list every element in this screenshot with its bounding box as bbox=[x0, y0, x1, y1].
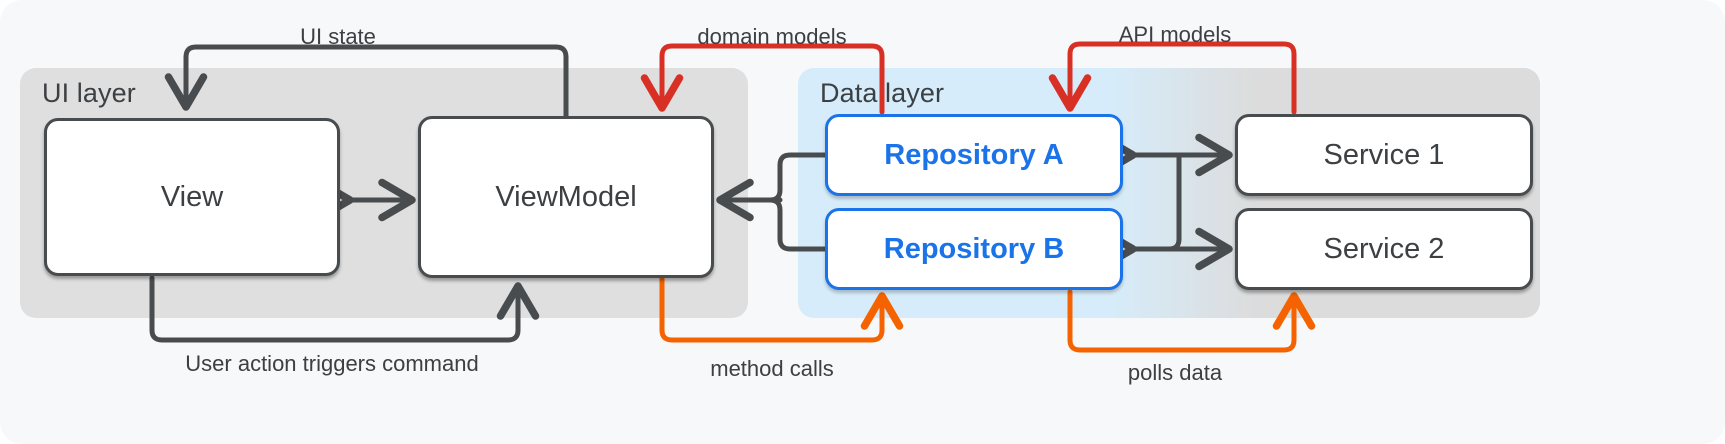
edge-label-api-models: API models bbox=[1118, 22, 1232, 47]
edge-user-action bbox=[149, 275, 540, 343]
edge-domain-models bbox=[640, 43, 885, 115]
edge-service-vertical-link bbox=[1166, 152, 1182, 252]
edge-repos-to-viewmodel-a bbox=[767, 152, 828, 203]
node-repository-a-label: Repository A bbox=[884, 138, 1064, 171]
node-view[interactable]: View bbox=[44, 118, 340, 276]
node-view-label: View bbox=[160, 180, 224, 213]
edge-label-method-calls: method calls bbox=[710, 356, 834, 381]
edge-label-ui-state: UI state bbox=[300, 24, 376, 49]
edge-polls-data bbox=[1067, 289, 1316, 353]
edge-api-models bbox=[1048, 41, 1297, 115]
edge-ui-state bbox=[164, 44, 569, 119]
node-service-2[interactable]: Service 2 bbox=[1235, 208, 1533, 290]
ui-layer-label: UI layer bbox=[42, 78, 136, 108]
node-repository-b[interactable]: Repository B bbox=[825, 208, 1123, 290]
node-repository-b-label: Repository B bbox=[883, 232, 1065, 265]
edge-label-user-action: User action triggers command bbox=[185, 351, 479, 376]
node-viewmodel-label: ViewModel bbox=[495, 180, 637, 213]
node-viewmodel[interactable]: ViewModel bbox=[418, 116, 714, 278]
edge-repos-to-viewmodel-b bbox=[767, 197, 828, 252]
node-service-1-label: Service 1 bbox=[1323, 138, 1445, 171]
node-service-2-label: Service 2 bbox=[1323, 232, 1445, 265]
edge-method-calls bbox=[659, 275, 904, 343]
edge-label-polls-data: polls data bbox=[1127, 360, 1223, 385]
edge-label-domain-models: domain models bbox=[697, 24, 847, 49]
node-repository-a[interactable]: Repository A bbox=[825, 114, 1123, 196]
node-service-1[interactable]: Service 1 bbox=[1235, 114, 1533, 196]
